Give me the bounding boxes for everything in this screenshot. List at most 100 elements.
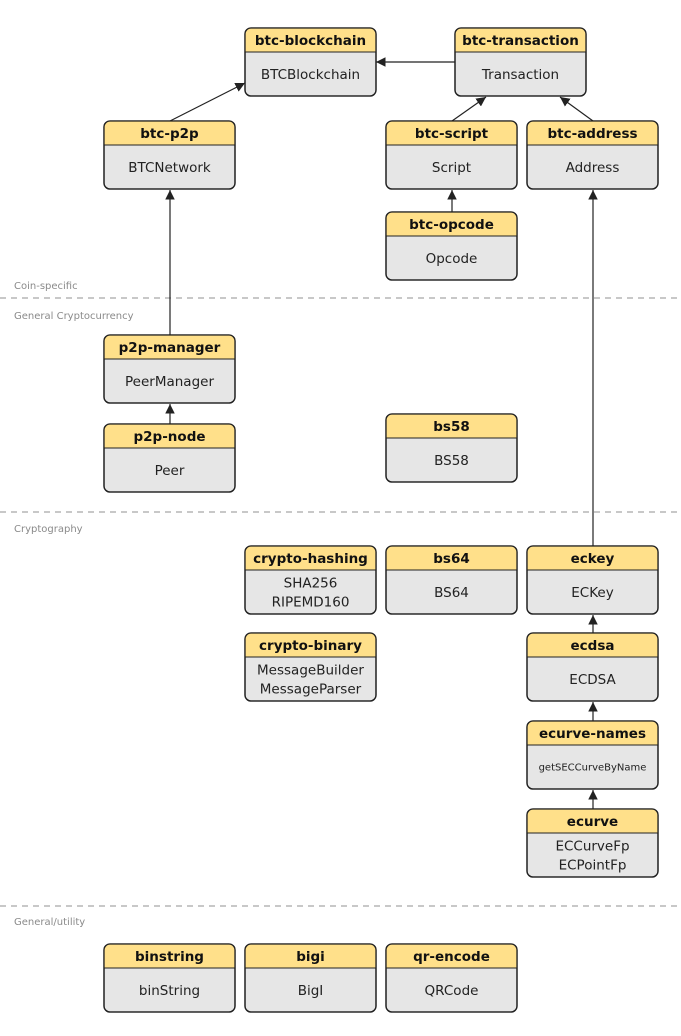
section-label-utility: General/utility xyxy=(14,917,85,928)
module-outline xyxy=(244,545,377,615)
edge-btc-p2p-to-btc-blockchain xyxy=(169,82,246,122)
module-header xyxy=(386,414,517,438)
module-class-name: Transaction xyxy=(481,67,559,83)
module-title: btc-address xyxy=(547,126,637,142)
module-class-name: SHA256 xyxy=(284,575,338,591)
module-title: btc-opcode xyxy=(409,217,494,233)
module-header xyxy=(527,721,658,745)
module-box-ecurve-names: ecurve-names getSECCurveByName xyxy=(526,720,659,790)
module-outline xyxy=(526,545,659,615)
module-header xyxy=(104,121,235,145)
module-header xyxy=(386,212,517,236)
module-class-name: ECPointFp xyxy=(559,857,627,873)
module-title: eckey xyxy=(571,551,615,567)
module-header xyxy=(245,28,376,52)
module-header xyxy=(104,335,235,359)
module-header xyxy=(386,944,517,968)
module-outline xyxy=(103,334,236,404)
module-header xyxy=(245,944,376,968)
module-outline xyxy=(103,120,236,190)
module-box-binstring: binstring binString xyxy=(103,943,236,1013)
module-class-name: RIPEMD160 xyxy=(272,594,350,610)
module-class-name: ECDSA xyxy=(569,672,616,688)
module-title: p2p-manager xyxy=(119,340,221,356)
module-header xyxy=(527,121,658,145)
module-class-name: Address xyxy=(566,160,620,176)
module-class-name: BTCBlockchain xyxy=(261,67,360,83)
module-outline xyxy=(385,413,518,483)
module-header xyxy=(386,121,517,145)
module-header xyxy=(104,944,235,968)
edge-layer xyxy=(165,57,598,809)
module-outline xyxy=(244,943,377,1013)
module-header xyxy=(455,28,586,52)
edge-btc-address-to-btc-transaction xyxy=(559,96,594,122)
module-header xyxy=(527,633,658,657)
module-outline xyxy=(103,943,236,1013)
module-title: btc-p2p xyxy=(140,126,199,142)
module-outline xyxy=(454,27,587,97)
module-class-name: BigI xyxy=(298,983,324,999)
module-header xyxy=(527,546,658,570)
module-outline xyxy=(103,423,236,493)
module-title: bs64 xyxy=(433,551,470,567)
module-class-name: getSECCurveByName xyxy=(539,763,647,774)
module-outline xyxy=(526,720,659,790)
module-class-name: BS58 xyxy=(434,453,469,469)
module-title: btc-blockchain xyxy=(255,33,366,49)
module-header xyxy=(386,546,517,570)
section-label-general-crypto: General Cryptocurrency xyxy=(14,311,134,322)
module-title: binstring xyxy=(135,949,204,965)
module-class-name: Script xyxy=(432,160,471,176)
module-title: ecurve-names xyxy=(539,726,646,742)
module-header xyxy=(245,633,376,657)
module-outline xyxy=(385,120,518,190)
module-outline xyxy=(385,545,518,615)
module-class-name: BTCNetwork xyxy=(128,160,211,176)
module-class-name: Opcode xyxy=(426,251,478,267)
module-title: btc-script xyxy=(415,126,489,142)
module-class-name: QRCode xyxy=(425,983,479,999)
module-class-name: binString xyxy=(139,983,200,999)
module-header xyxy=(245,546,376,570)
module-title: crypto-binary xyxy=(259,638,362,654)
section-label-coin: Coin-specific xyxy=(14,281,78,292)
module-title: btc-transaction xyxy=(462,33,579,49)
module-class-name: MessageParser xyxy=(260,681,362,697)
section-label-cryptography: Cryptography xyxy=(14,524,83,535)
module-title: p2p-node xyxy=(133,429,205,445)
module-title: ecdsa xyxy=(571,638,615,654)
module-outline xyxy=(385,943,518,1013)
module-outline xyxy=(244,27,377,97)
module-title: bs58 xyxy=(433,419,470,435)
module-outline xyxy=(526,808,659,878)
module-outline xyxy=(385,211,518,281)
module-title: bigi xyxy=(296,949,325,965)
module-header xyxy=(527,809,658,833)
module-class-name: ECKey xyxy=(571,585,613,601)
module-outline xyxy=(526,632,659,702)
module-class-name: PeerManager xyxy=(125,374,214,390)
module-class-name: BS64 xyxy=(434,585,469,601)
module-class-name: ECCurveFp xyxy=(555,838,629,854)
module-header xyxy=(104,424,235,448)
module-title: crypto-hashing xyxy=(253,551,368,567)
module-outline xyxy=(526,120,659,190)
module-class-name: MessageBuilder xyxy=(257,662,364,678)
